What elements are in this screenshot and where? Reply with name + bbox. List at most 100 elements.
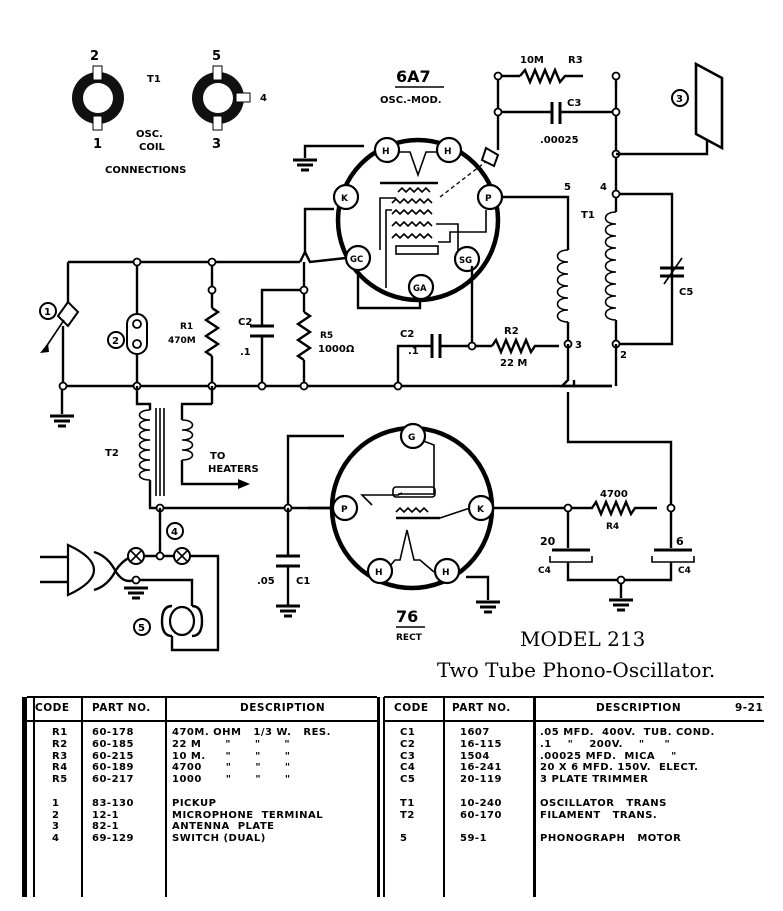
parts-table-content: CODE PART NO. DESCRIPTION CODE PART NO. …	[0, 697, 783, 907]
left-row-part-no: 83-130	[92, 797, 134, 809]
tube-76-pin-h1: H	[375, 568, 383, 578]
c1-label: C1	[296, 576, 310, 587]
r2-label: R2	[504, 326, 519, 337]
table-border	[22, 697, 27, 897]
c4-20-label: C4	[538, 566, 551, 576]
tube-6a7-name: 6A7	[396, 67, 431, 86]
tube-6a7-pins	[332, 136, 504, 301]
tube-6a7-pin-h1: H	[382, 147, 390, 157]
t1-pin-2: 2	[620, 350, 627, 361]
c4-6-value: 6	[676, 535, 684, 548]
column-divider	[377, 697, 380, 897]
left-row-part-no: 60-189	[92, 762, 134, 774]
table-border	[33, 697, 35, 897]
coil-left-pin-2: 2	[90, 49, 99, 64]
right-header-description: DESCRIPTION	[596, 702, 682, 714]
coil-connection-left	[72, 65, 124, 131]
t2-filament-transformer	[135, 386, 344, 513]
column-divider	[383, 697, 385, 897]
table-border	[27, 696, 377, 698]
t1-pin-3: 3	[575, 340, 582, 351]
t1-pin-5: 5	[564, 182, 571, 193]
right-row-code: T2	[400, 809, 415, 821]
left-row-code: R4	[52, 762, 68, 774]
r5-value: 1000Ω	[318, 344, 355, 355]
right-row-code: C3	[400, 750, 416, 762]
filter-network	[493, 392, 695, 598]
left-header-description: DESCRIPTION	[240, 702, 326, 714]
left-row-part-no: 69-129	[92, 833, 134, 845]
c5-label: C5	[679, 287, 693, 298]
right-row-part-no: 10-240	[460, 797, 502, 809]
right-row-part-no: 16-115	[460, 738, 502, 750]
left-row-description: ANTENNA PLATE	[172, 821, 275, 833]
tube-6a7-pin-ga: GA	[413, 284, 427, 294]
right-row-description: .05 MFD. 400V. TUB. COND.	[540, 727, 715, 738]
column-divider	[443, 697, 445, 897]
left-row-description: 470M. OHM 1/3 W. RES.	[172, 727, 331, 738]
left-row-code: 2	[52, 809, 60, 821]
left-row-code: R2	[52, 738, 68, 750]
c1-value: .05	[257, 576, 275, 587]
switch-code: 4	[171, 527, 178, 538]
tube-76-pin-h2: H	[442, 568, 450, 578]
right-row-description: OSCILLATOR TRANS	[540, 797, 667, 809]
column-divider	[165, 697, 167, 897]
t2-label: T2	[105, 448, 119, 459]
left-row-part-no: 12-1	[92, 809, 120, 821]
c2-second-value: .1	[408, 346, 419, 357]
coil-caption-2: COIL	[139, 142, 166, 153]
left-row-description: 1000 " " "	[172, 774, 291, 786]
t1-pin-4: 4	[600, 182, 607, 193]
model-subtitle: Two Tube Phono-Oscillator.	[437, 658, 715, 682]
coil-caption-1: OSC.	[136, 129, 163, 140]
tube-76-function: RECT	[396, 633, 423, 643]
c2-second-label: C2	[400, 329, 414, 340]
r3-value: 10M	[520, 55, 544, 66]
tube-76-pin-p: P	[341, 505, 348, 515]
coil-right-pin-4: 4	[260, 93, 267, 104]
right-row-part-no: 16-241	[460, 762, 502, 774]
ground-symbol	[124, 586, 148, 600]
c3-value: .00025	[540, 135, 579, 146]
right-row-code: C1	[400, 727, 416, 738]
right-row-code: C5	[400, 774, 416, 786]
column-divider	[81, 697, 83, 897]
right-row-code: C2	[400, 738, 416, 750]
left-row-code: 3	[52, 821, 60, 833]
model-title: MODEL 213	[520, 627, 645, 651]
right-row-part-no: 60-170	[460, 809, 502, 821]
right-row-code: 5	[400, 833, 408, 845]
input-network	[39, 207, 618, 414]
right-row-part-no: 1504	[460, 750, 490, 762]
right-row-part-no: 20-119	[460, 774, 502, 786]
right-row-description: FILAMENT TRANS.	[540, 809, 658, 821]
left-row-code: R1	[52, 727, 68, 738]
tube-6a7-function: OSC.-MOD.	[380, 95, 442, 106]
right-row-description: 20 X 6 MFD. 150V. ELECT.	[540, 762, 699, 774]
antenna-plate	[616, 61, 724, 156]
right-row-part-no: 59-1	[460, 833, 488, 845]
left-row-description: 22 M " " "	[172, 738, 291, 750]
ground-symbol	[476, 600, 500, 614]
tube-6a7-pin-h2: H	[444, 147, 452, 157]
antenna-code: 3	[676, 94, 683, 105]
revision-code: 9-21	[735, 702, 764, 714]
left-row-part-no: 60-178	[92, 727, 134, 738]
table-border	[27, 720, 377, 722]
right-row-part-no: 1607	[460, 727, 490, 738]
right-row-code: T1	[400, 797, 415, 809]
r1-label: R1	[180, 322, 193, 332]
mic-code: 2	[112, 336, 119, 347]
heaters-line-2: HEATERS	[208, 464, 259, 475]
left-row-description: SWITCH (DUAL)	[172, 833, 266, 845]
c2-value: .1	[240, 347, 251, 358]
c3-label: C3	[567, 98, 581, 109]
heaters-line-1: TO	[210, 451, 225, 462]
r4-value: 4700	[600, 489, 628, 500]
r3-c3-network	[493, 66, 621, 196]
right-header-code: CODE	[394, 702, 429, 714]
left-header-part-no: PART NO.	[92, 702, 151, 714]
coil-right-pin-3: 3	[212, 137, 221, 152]
